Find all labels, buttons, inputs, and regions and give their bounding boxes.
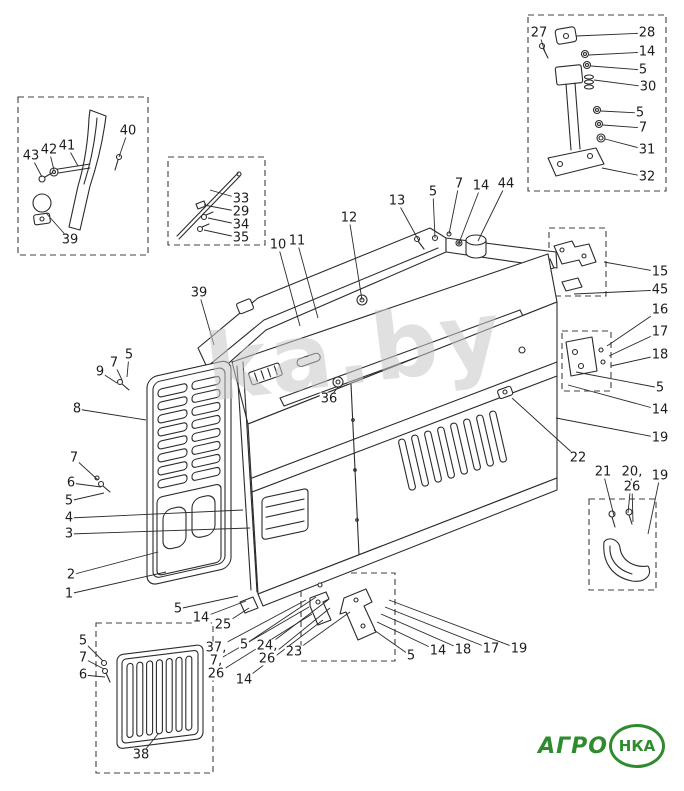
part-callout-29: 29 [231, 204, 251, 220]
part-callout-11: 11 [287, 233, 307, 249]
part-callout-26: 26 [206, 666, 226, 682]
part-callout-2: 2 [65, 567, 77, 583]
part-callout-19: 19 [650, 430, 670, 446]
part-callout-40: 40 [118, 123, 138, 139]
part-callout-14: 14 [191, 610, 211, 626]
part-callout-30: 30 [638, 79, 658, 95]
part-callout-7: 7, [208, 653, 224, 669]
part-callout-9: 9 [94, 364, 106, 380]
part-callout-43: 43 [21, 148, 41, 164]
part-callout-44: 44 [496, 176, 516, 192]
part-callout-37: 37, [204, 640, 228, 656]
part-callout-6: 6 [65, 475, 77, 491]
logo-text-agro: АГРО [538, 733, 608, 759]
part-callout-7: 7 [77, 650, 89, 666]
inset-hinge-assembly [538, 26, 606, 177]
part-callout-14: 14 [650, 402, 670, 418]
part-callout-17: 17 [481, 641, 501, 657]
part-callout-5: 5 [634, 105, 646, 121]
part-callout-31: 31 [637, 142, 657, 158]
part-callout-5: 5 [172, 601, 184, 617]
inset-plate-right [565, 336, 606, 377]
part-callout-12: 12 [339, 210, 359, 226]
part-callout-28: 28 [637, 25, 657, 41]
part-callout-39: 39 [60, 232, 80, 248]
part-callout-16: 16 [650, 302, 670, 318]
part-callout-5: 5 [405, 648, 417, 664]
inset-handle-assembly [32, 109, 123, 231]
part-callout-21: 21 [593, 464, 613, 480]
part-callout-27: 27 [529, 25, 549, 41]
part-callout-14: 14 [637, 44, 657, 60]
inset-curved-bracket [603, 508, 651, 582]
part-callout-5: 5 [123, 347, 135, 363]
part-callout-18: 18 [453, 642, 473, 658]
part-callout-38: 38 [131, 747, 151, 763]
inset-grille-panel [100, 644, 204, 749]
part-callout-4: 4 [63, 510, 75, 526]
part-callout-5: 5 [427, 184, 439, 200]
part-callout-42: 42 [39, 142, 59, 158]
part-callout-20: 20, [620, 464, 644, 480]
brand-logo: АГРО НКА [538, 724, 665, 768]
part-callout-3: 3 [63, 526, 75, 542]
side-louvers [398, 410, 507, 491]
part-callout-7: 7 [68, 450, 80, 466]
part-callout-5: 5 [637, 62, 649, 78]
inset-rod-assembly [176, 171, 242, 240]
part-callout-45: 45 [650, 282, 670, 298]
part-callout-25: 25 [213, 617, 233, 633]
main-assembly [94, 227, 558, 614]
part-callout-26: 26 [257, 651, 277, 667]
part-callout-39: 39 [189, 285, 209, 301]
part-callout-18: 18 [650, 347, 670, 363]
part-callout-6: 6 [77, 667, 89, 683]
part-callout-5: 5 [654, 380, 666, 396]
part-callout-32: 32 [637, 169, 657, 185]
part-callout-22: 22 [568, 450, 588, 466]
part-callout-19: 19 [650, 468, 670, 484]
part-callout-14: 14 [428, 643, 448, 659]
part-callout-5: 5 [63, 493, 75, 509]
part-callout-15: 15 [650, 264, 670, 280]
part-callout-36: 36 [319, 391, 339, 407]
part-callout-23: 23 [284, 644, 304, 660]
part-callout-7: 7 [108, 355, 120, 371]
part-callout-19: 19 [509, 641, 529, 657]
part-callout-14: 14 [234, 672, 254, 688]
inset-bracket-upper-right [553, 240, 597, 292]
inset-boxes [17, 14, 667, 774]
part-callout-24: 24, [255, 638, 279, 654]
part-callout-13: 13 [387, 193, 407, 209]
part-callout-5: 5 [77, 633, 89, 649]
part-callout-8: 8 [71, 401, 83, 417]
part-callout-35: 35 [231, 230, 251, 246]
part-callout-41: 41 [57, 138, 77, 154]
logo-text-nka: НКА [618, 737, 656, 755]
inset-brackets-bottom [309, 582, 377, 641]
part-callout-7: 7 [453, 176, 465, 192]
part-callout-26: 26 [622, 479, 642, 495]
part-callout-14: 14 [471, 178, 491, 194]
part-callout-5: 5 [238, 637, 250, 653]
part-callout-34: 34 [231, 217, 251, 233]
part-callout-10: 10 [268, 237, 288, 253]
part-callout-33: 33 [231, 191, 251, 207]
part-callout-1: 1 [63, 586, 75, 602]
front-grille [146, 360, 232, 585]
part-callout-17: 17 [650, 324, 670, 340]
logo-ellipse: НКА [609, 724, 665, 768]
part-callout-7: 7 [637, 120, 649, 136]
